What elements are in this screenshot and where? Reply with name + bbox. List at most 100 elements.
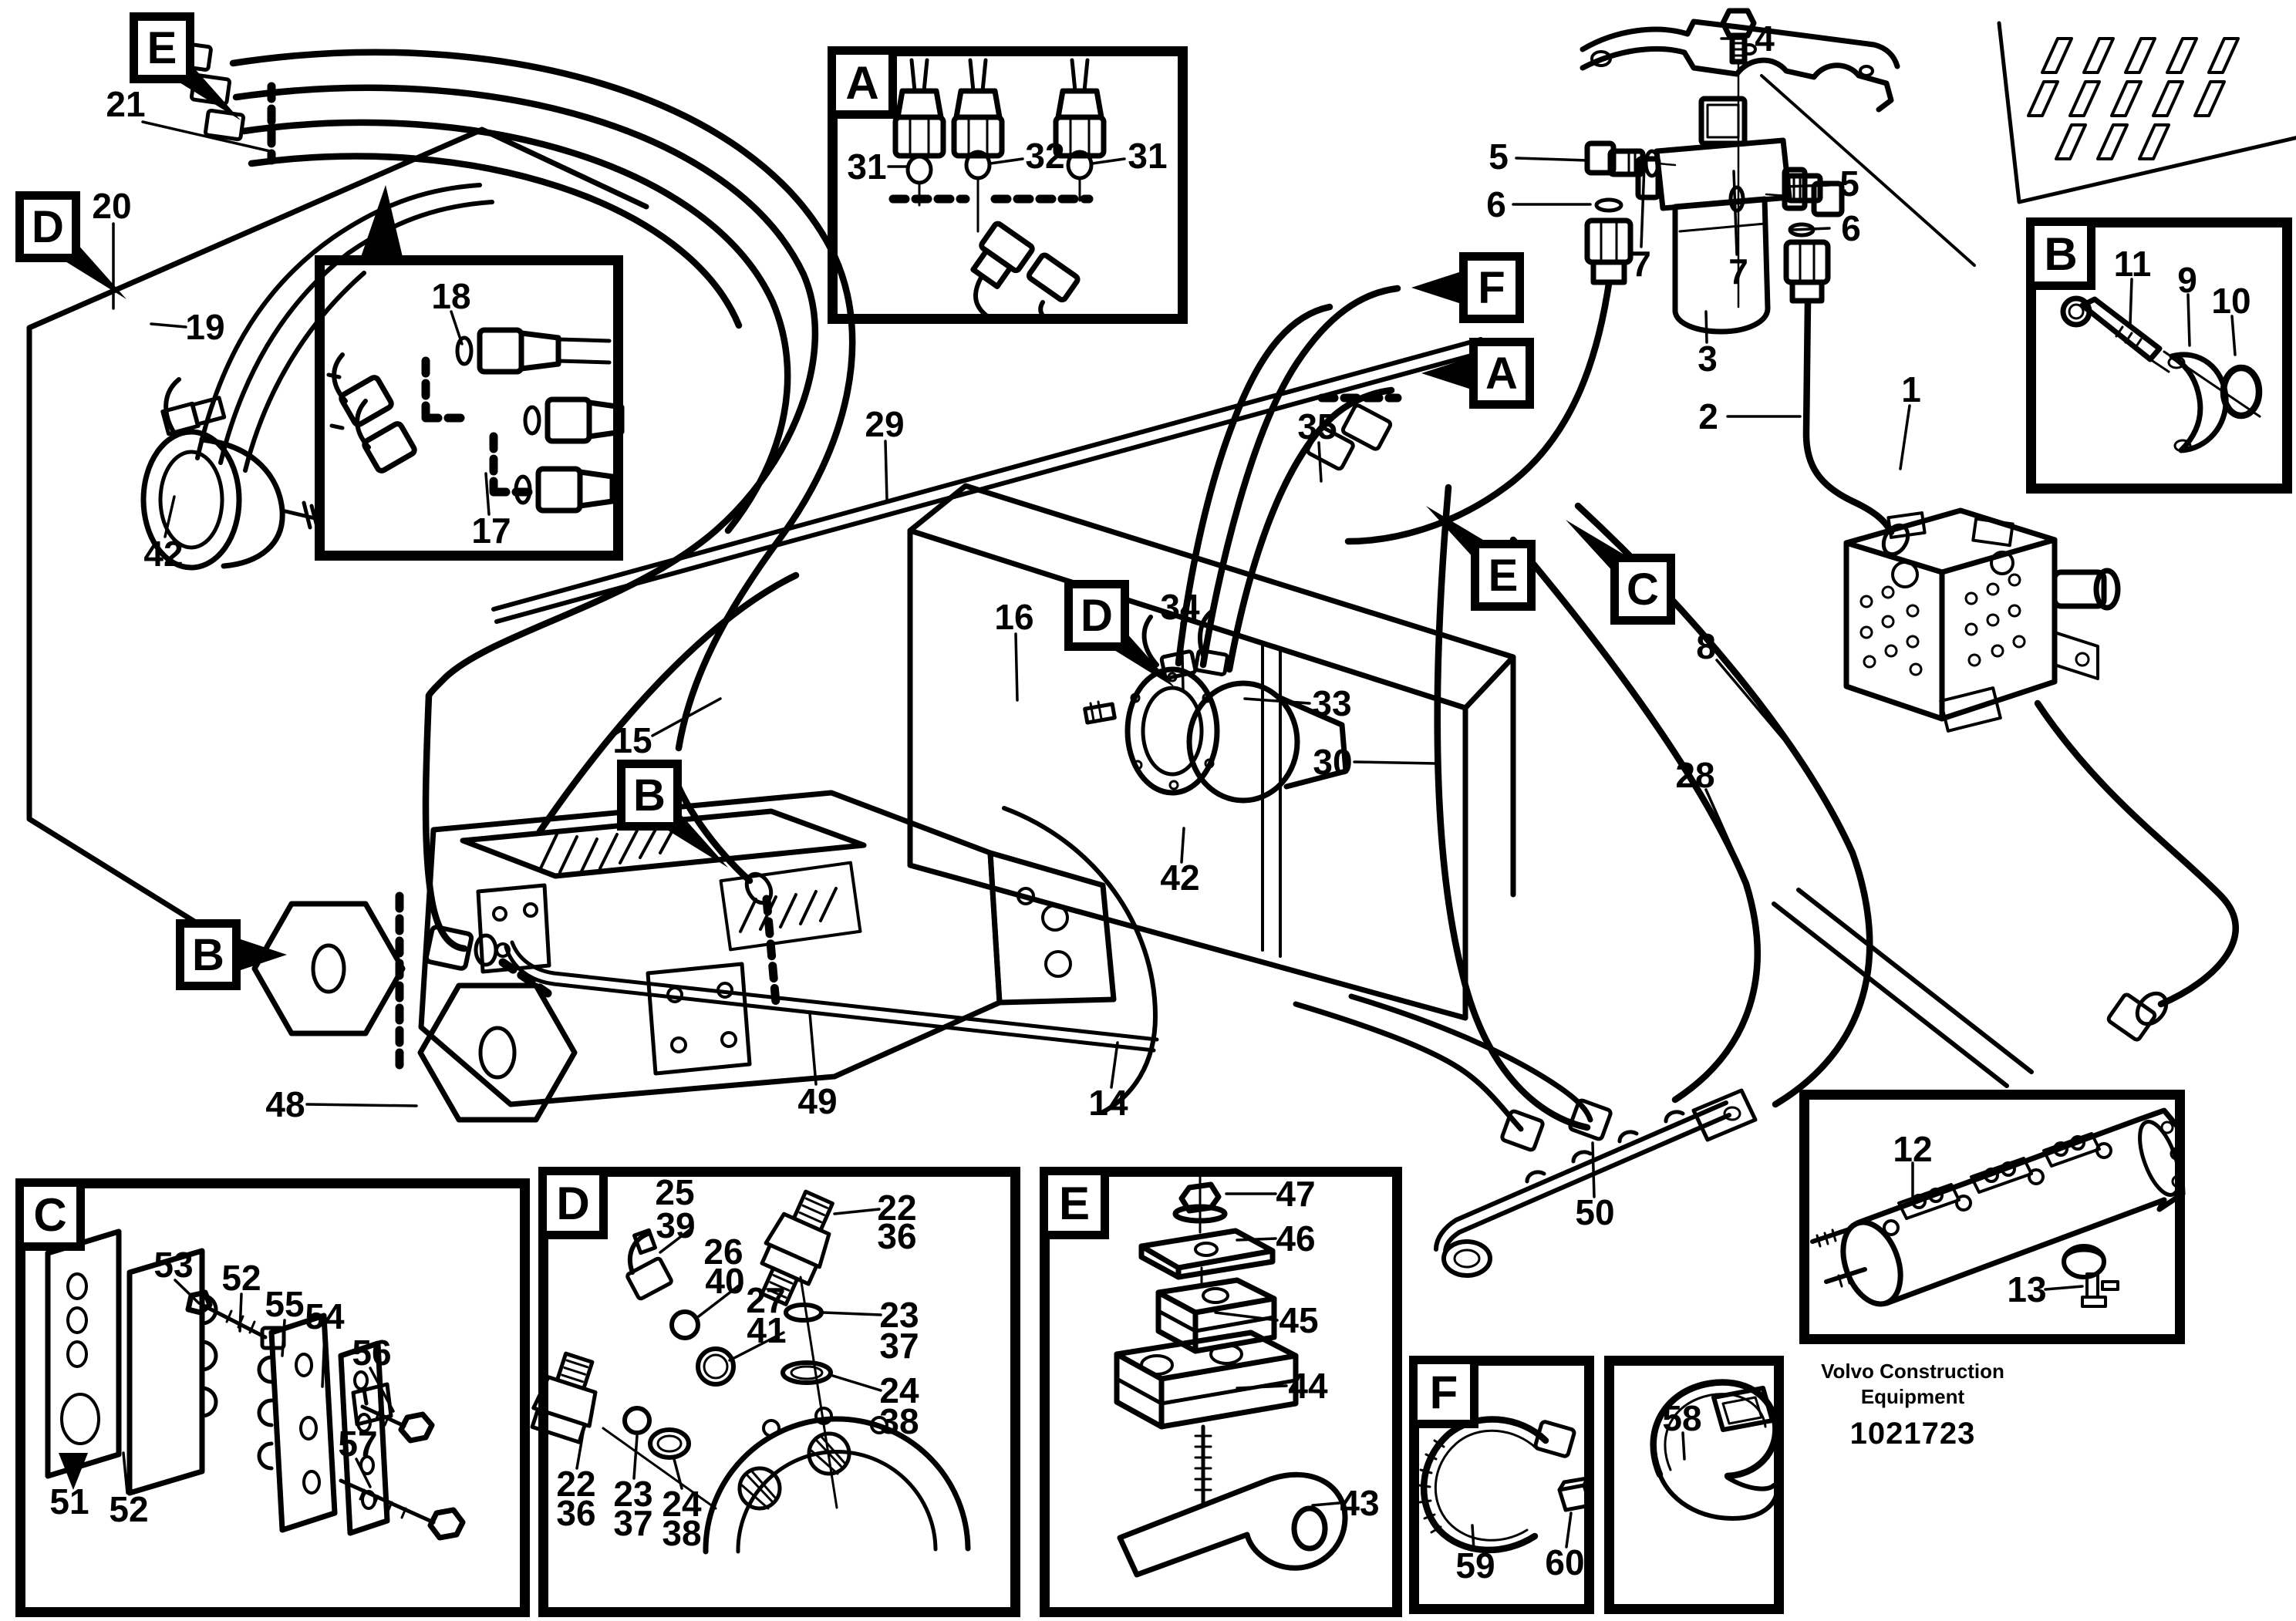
part-label-15: 15 [612, 720, 652, 760]
callout-box-e: E [1471, 540, 1536, 611]
part-label-27: 27 [746, 1280, 786, 1320]
leader-line-30 [1353, 760, 1438, 765]
part-label-49: 49 [797, 1081, 838, 1121]
part-label-31: 31 [847, 147, 887, 187]
leader-line-24 [673, 1458, 683, 1490]
leader-line-28 [1704, 788, 1745, 875]
part-label-9: 9 [2177, 260, 2197, 300]
leader-line-34 [1180, 622, 1185, 691]
machine-body-left [26, 126, 649, 949]
leader-line-29 [884, 440, 888, 501]
part-label-11: 11 [2113, 244, 2152, 284]
part-label-35: 35 [1297, 406, 1337, 447]
leader-line-52 [238, 1292, 243, 1333]
filter-assembly [1344, 8, 1910, 557]
leader-line-15 [651, 697, 722, 737]
leader-line-39 [659, 1226, 694, 1254]
leader-line-22 [833, 1208, 881, 1215]
part-label-44: 44 [1288, 1366, 1328, 1406]
part-label-43: 43 [1340, 1483, 1380, 1523]
leader-line-41 [728, 1331, 785, 1362]
part-label-53: 53 [153, 1245, 194, 1285]
leader-line-21 [141, 120, 271, 153]
part-label-8: 8 [1696, 626, 1716, 666]
part-label-48: 48 [265, 1084, 305, 1124]
callout-box-f: F [1459, 252, 1524, 323]
leader-line-42 [1180, 827, 1185, 864]
part-label-36: 36 [877, 1216, 917, 1256]
leader-line-8 [1715, 659, 1785, 740]
leader-line-11 [2129, 278, 2133, 325]
part-label-3: 3 [1698, 339, 1718, 379]
part-label-42: 42 [143, 534, 184, 574]
inset-detail-58 [1604, 1356, 1784, 1614]
leader-line-7 [1732, 170, 1738, 256]
part-label-28: 28 [1675, 755, 1715, 795]
part-label-58: 58 [1662, 1398, 1702, 1438]
part-label-22: 22 [556, 1464, 596, 1504]
inset-tab-e: E [1040, 1167, 1109, 1239]
part-label-1: 1 [1901, 369, 1921, 409]
inset-detail-b: B [2026, 217, 2292, 494]
hose-end-fittings-right [2106, 991, 2169, 1042]
brand-line2: Equipment [1860, 1384, 1965, 1408]
leader-line-10 [2230, 315, 2237, 356]
inset-detail-a: A [828, 46, 1188, 324]
inset-tab-d: D [538, 1167, 608, 1239]
part-label-23: 23 [879, 1295, 919, 1335]
part-label-41: 41 [747, 1310, 787, 1350]
part-label-21: 21 [106, 84, 146, 124]
valve-block-1 [1843, 507, 2121, 733]
leader-line-18 [450, 310, 464, 345]
inset-a-parts [888, 58, 1107, 323]
part-label-12: 12 [1893, 1129, 1933, 1169]
part-label-20: 20 [92, 186, 132, 226]
part-label-6: 6 [1486, 184, 1506, 224]
callout-box-e: E [130, 12, 194, 83]
leader-line-50 [1591, 1141, 1596, 1198]
inset-d-parts [530, 1189, 971, 1555]
leader-line-42 [164, 495, 176, 538]
leader-line-40 [694, 1282, 743, 1320]
part-label-22: 22 [877, 1188, 917, 1228]
part-label-34: 34 [1160, 587, 1200, 627]
part-label-56: 56 [352, 1333, 392, 1373]
part-label-42: 42 [1160, 858, 1200, 898]
part-label-60: 60 [1545, 1542, 1585, 1582]
inset-detail-e: E [1040, 1167, 1402, 1617]
part-label-13: 13 [2007, 1269, 2047, 1309]
pipe-14-hose-15 [504, 571, 1159, 1053]
footer-brand: Volvo Construction Equipment 1021723 [1797, 1359, 2028, 1451]
inset-tab-b: B [2026, 217, 2095, 290]
part-label-23: 23 [613, 1474, 653, 1514]
part-label-2: 2 [1698, 396, 1718, 436]
part-label-4: 4 [1755, 19, 1775, 59]
part-label-55: 55 [265, 1284, 305, 1324]
leader-line-13 [2044, 1285, 2084, 1291]
leader-line-44 [1236, 1384, 1288, 1390]
part-label-57: 57 [338, 1424, 378, 1464]
leader-line-59 [1471, 1524, 1475, 1552]
inset-detail-17-18 [315, 255, 623, 561]
part-label-47: 47 [1276, 1174, 1316, 1214]
inset-tab-f: F [1409, 1356, 1478, 1428]
leader-line-52 [122, 1451, 129, 1495]
part-label-7: 7 [1631, 244, 1651, 284]
inset-detail-c: C [15, 1178, 530, 1617]
part-label-32: 32 [1025, 136, 1065, 176]
callout-box-d: D [1064, 580, 1129, 651]
part-label-36: 36 [556, 1493, 596, 1533]
part-label-25: 25 [655, 1172, 695, 1212]
leader-line-54 [321, 1331, 326, 1388]
part-label-38: 38 [662, 1513, 702, 1553]
part-label-38: 38 [879, 1401, 919, 1441]
leader-line-5 [1783, 184, 1831, 188]
leader-line-23 [632, 1434, 639, 1480]
leader-line-55 [281, 1319, 286, 1357]
inset-detail-12-13 [1799, 1090, 2185, 1344]
machine-body-hatch [1760, 21, 2296, 267]
part-label-52: 52 [221, 1258, 261, 1298]
